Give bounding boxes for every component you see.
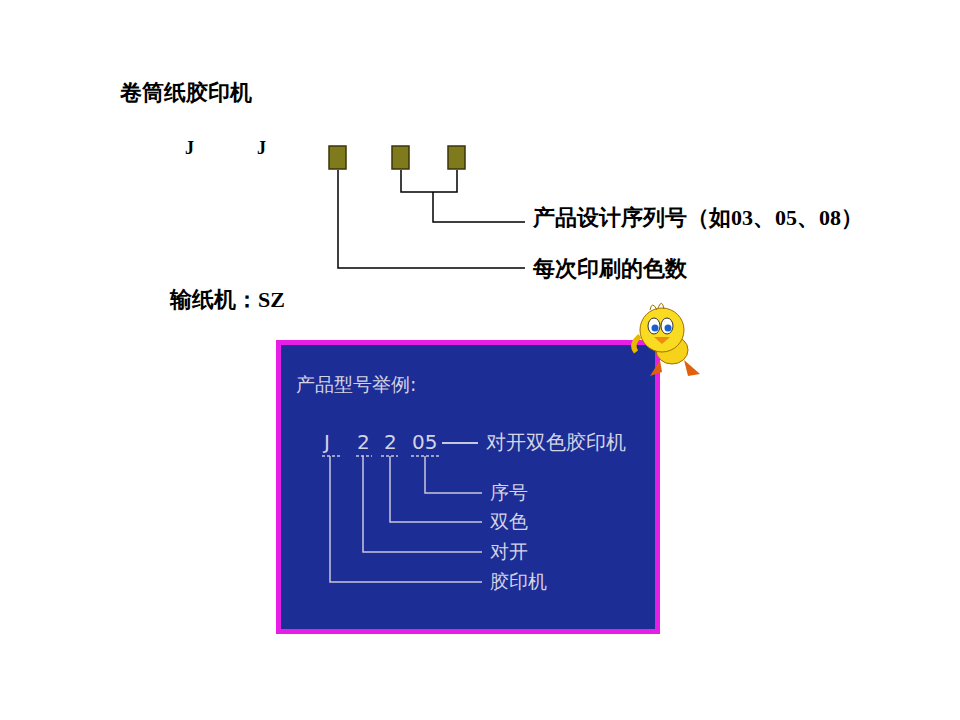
title: 卷筒纸胶印机	[120, 82, 252, 104]
field-label: 序号	[490, 483, 528, 502]
digit-square	[392, 146, 409, 169]
dash-line	[442, 442, 478, 444]
field-label: 产品设计序列号（如03、05、08）	[533, 207, 863, 229]
feeder-code: 输纸机：SZ	[170, 289, 285, 311]
model-name: 对开双色胶印机	[486, 432, 626, 452]
leader-line	[433, 192, 525, 222]
field-label: 每次印刷的色数	[533, 258, 687, 280]
model-char: 2	[384, 432, 397, 452]
digit-square	[448, 146, 465, 169]
field-label: 双色	[490, 512, 528, 531]
panel-heading: 产品型号举例:	[296, 375, 640, 394]
field-label: 胶印机	[490, 572, 547, 591]
digit-square	[329, 146, 346, 169]
example-panel: 产品型号举例:	[276, 340, 660, 634]
leader-line	[338, 170, 525, 268]
field-label: 对开	[490, 542, 528, 561]
code-letter: J	[257, 139, 266, 157]
model-char: J	[324, 432, 330, 452]
leader-line	[401, 170, 457, 192]
code-letter: J	[185, 139, 194, 157]
model-char: 05	[412, 432, 437, 452]
model-char: 2	[357, 432, 370, 452]
